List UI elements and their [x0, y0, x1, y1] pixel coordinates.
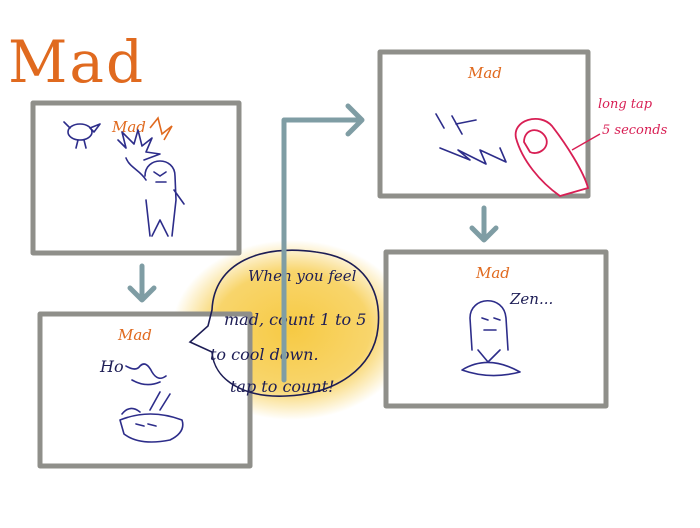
shake-lines: [439, 147, 507, 165]
panel-1-frame: [30, 100, 242, 256]
panel-1: Mad: [30, 100, 242, 256]
panel-4-label: Mad: [475, 264, 510, 282]
lying-kid-icon: [119, 391, 184, 443]
panel-2-frame: [37, 311, 253, 469]
annotation-line-2: 5 seconds: [602, 123, 668, 138]
panel-3: Mad: [377, 49, 601, 199]
flow-arrow-icon: [469, 205, 499, 243]
flow-arrow-icon: [127, 263, 157, 303]
panel-2-label: Mad: [117, 326, 152, 344]
flow-arrow-icon: [281, 103, 365, 383]
panel-2: Mad Ho: [37, 311, 253, 469]
tap-marks: [435, 113, 477, 135]
thumb-icon: [514, 117, 590, 197]
speech-bubble: When you feel mad, count 1 to 5 to cool …: [188, 249, 380, 397]
panel-4-frame: [383, 249, 609, 409]
panel-4-zen: Zen...: [509, 290, 553, 308]
meditating-kid-icon: [461, 300, 521, 377]
annotation-pointer: [571, 133, 601, 151]
angry-kid-icon: [125, 157, 185, 237]
speech-bubble-outline: [188, 249, 380, 397]
page-title: Mad: [8, 28, 145, 96]
panel-1-label: Mad: [111, 118, 146, 136]
spark-icon: [149, 116, 173, 141]
panel-3-label: Mad: [467, 64, 502, 82]
breath-lines: [125, 363, 167, 386]
bird-icon: [63, 121, 101, 149]
speech-line-2: mad, count 1 to 5: [224, 310, 366, 329]
speech-line-1: When you feel: [248, 267, 357, 285]
annotation-line-1: long tap: [598, 97, 653, 112]
panel-2-shout: Ho: [99, 357, 124, 376]
speech-line-3: to cool down.: [210, 345, 319, 364]
panel-4: Mad Zen...: [383, 249, 609, 409]
anger-burst-icon: [117, 129, 161, 161]
speech-line-4: tap to count!: [230, 377, 335, 396]
